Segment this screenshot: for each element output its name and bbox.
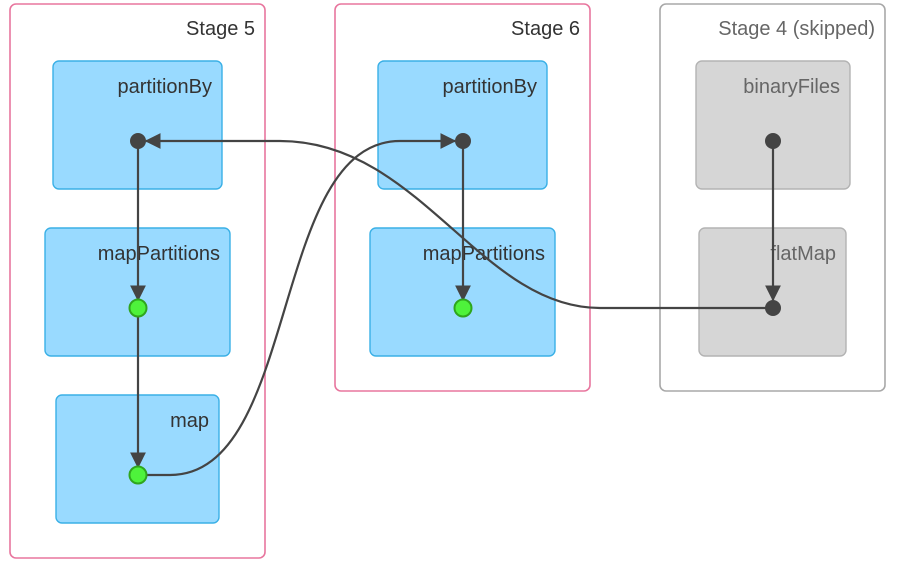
stage-5-label: Stage 5 — [186, 18, 255, 40]
edge-s4-flatMap-to-s5-partitionBy — [144, 133, 773, 310]
op-label: partitionBy — [118, 76, 213, 98]
op-s5-partitionBy[interactable]: partitionBy — [52, 60, 223, 190]
node-dot[interactable] — [130, 133, 146, 149]
stage-4-label: Stage 4 (skipped) — [718, 18, 875, 40]
op-label: mapPartitions — [98, 243, 220, 265]
edges — [130, 133, 781, 477]
nodes — [128, 133, 781, 485]
cached-node-dot[interactable] — [128, 298, 148, 318]
op-label: mapPartitions — [423, 243, 545, 265]
cached-node-dot[interactable] — [128, 465, 148, 485]
node-dot[interactable] — [455, 133, 471, 149]
op-label: flatMap — [770, 243, 836, 265]
op-label: partitionBy — [443, 76, 538, 98]
op-label: map — [170, 410, 209, 432]
stage-6-label: Stage 6 — [511, 18, 580, 40]
edge-s5-map-to-s6-partitionBy — [138, 133, 457, 477]
op-label: binaryFiles — [743, 76, 840, 98]
node-dot[interactable] — [765, 300, 781, 316]
node-dot[interactable] — [765, 133, 781, 149]
op-s4-binaryFiles[interactable]: binaryFiles — [695, 60, 851, 190]
cached-node-dot[interactable] — [453, 298, 473, 318]
